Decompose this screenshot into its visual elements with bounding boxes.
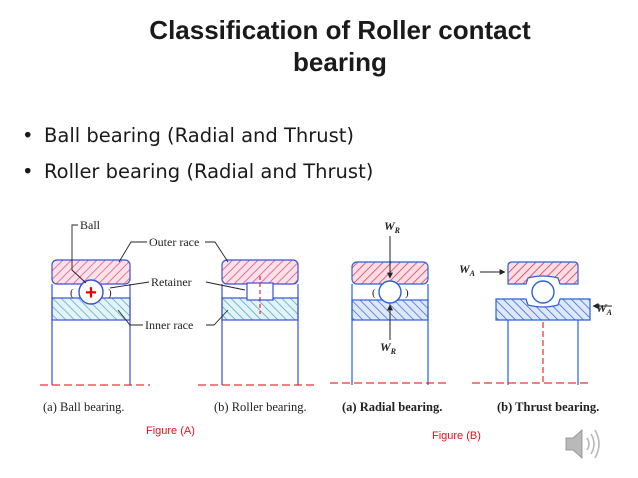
- caption-radial-bearing: (a) Radial bearing.: [342, 400, 442, 414]
- label-retainer: Retainer: [151, 275, 192, 289]
- svg-text:(: (: [70, 287, 74, 299]
- bullet-text: Roller bearing (Radial and Thrust): [44, 160, 374, 183]
- load-w: W: [380, 340, 392, 354]
- radial-bearing-drawing: ( ) WR WR: [351, 219, 429, 385]
- load-w: W: [384, 219, 396, 233]
- slide-title-line-2: bearing: [293, 47, 387, 77]
- label-inner-race: Inner race: [145, 318, 193, 332]
- inner-race: [221, 297, 299, 321]
- svg-text:): ): [405, 287, 409, 299]
- load-subscript: A: [606, 308, 613, 317]
- outer-race: [507, 261, 579, 285]
- label-ball: Ball: [80, 218, 101, 232]
- load-w: W: [596, 301, 608, 315]
- bullet-item: • Ball bearing (Radial and Thrust): [22, 118, 373, 154]
- ball-bearing-drawing: + ( ): [51, 259, 131, 385]
- load-wr-top: WR: [384, 219, 401, 235]
- bullet-list: • Ball bearing (Radial and Thrust) • Rolle…: [22, 118, 373, 190]
- slide-title: Classification of Roller contact bearing: [60, 14, 620, 78]
- bullet-item: • Roller bearing (Radial and Thrust): [22, 154, 373, 190]
- figure-b-label: Figure (B): [432, 430, 481, 442]
- caption-thrust-bearing: (b) Thrust bearing.: [497, 400, 599, 414]
- load-subscript: R: [390, 347, 397, 356]
- inner-race: [495, 298, 591, 321]
- figure-a-labels: Ball Outer race Retainer Inner race: [71, 218, 246, 332]
- load-wr-bottom: WR: [380, 340, 397, 356]
- thrust-bearing-drawing: WA WA: [459, 261, 613, 385]
- ball: [378, 280, 402, 304]
- bullet-text: Ball bearing (Radial and Thrust): [44, 124, 355, 147]
- load-subscript: R: [394, 226, 401, 235]
- svg-text:(: (: [372, 287, 376, 299]
- load-wa-right: WA: [596, 301, 613, 317]
- ball-cross-icon: +: [85, 282, 97, 304]
- caption-roller-bearing: (b) Roller bearing.: [214, 400, 307, 414]
- speaker-icon[interactable]: [565, 429, 600, 459]
- load-w: W: [459, 262, 471, 276]
- label-outer-race: Outer race: [149, 235, 199, 249]
- bullet-dot: •: [22, 160, 34, 183]
- outer-race: [221, 259, 299, 285]
- load-wa-left: WA: [459, 262, 476, 278]
- slide-title-line-1: Classification of Roller contact: [149, 15, 531, 45]
- caption-ball-bearing: (a) Ball bearing.: [43, 400, 125, 414]
- bullet-dot: •: [22, 124, 34, 147]
- figure-a-label: Figure (A): [146, 425, 195, 437]
- svg-text:): ): [108, 287, 112, 299]
- roller-bearing-drawing: [221, 259, 299, 385]
- ball: [78, 279, 104, 305]
- load-subscript: A: [469, 269, 476, 278]
- ball: [531, 280, 555, 304]
